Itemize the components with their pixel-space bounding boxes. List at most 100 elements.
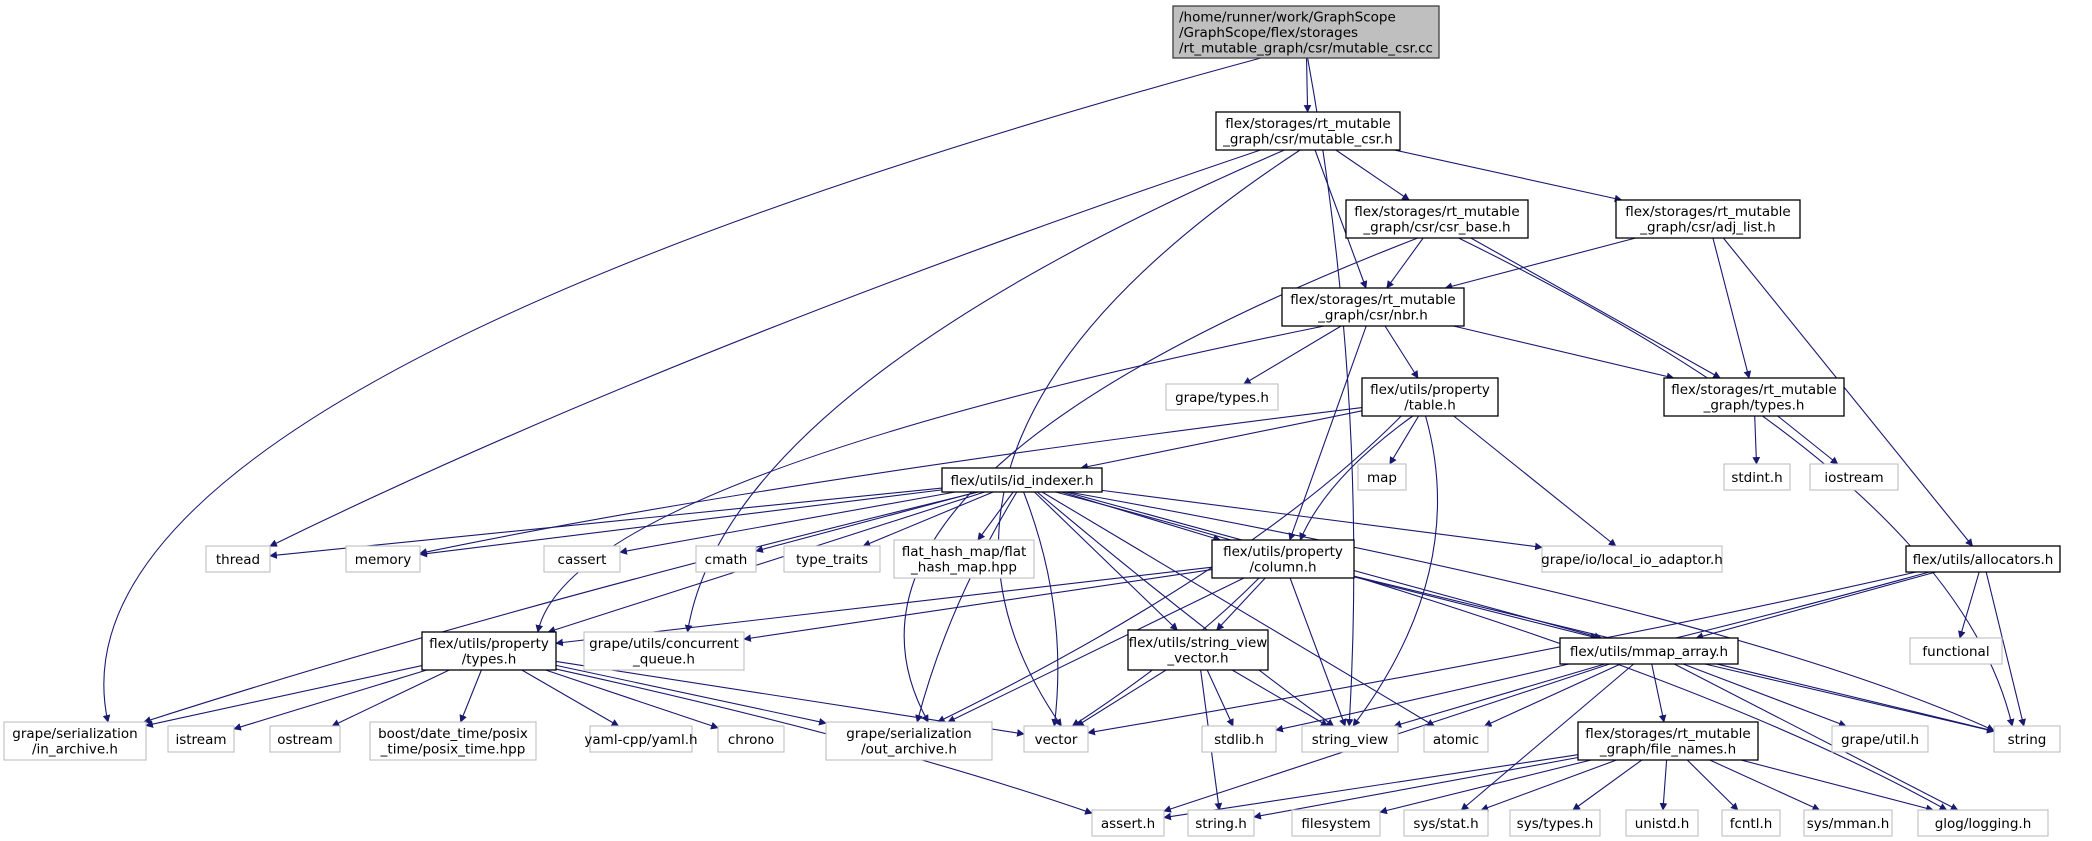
node-id-indexer[interactable]: flex/utils/id_indexer.h	[941, 467, 1103, 493]
node-prop-table[interactable]: flex/utils/property/table.h	[1361, 377, 1499, 417]
node-label: glog/logging.h	[1935, 816, 2032, 832]
node-box	[1721, 809, 1781, 837]
node-label: /out_archive.h	[861, 742, 957, 758]
node-box	[1361, 377, 1499, 417]
edge-id_indexer-to-atomic	[1041, 491, 1435, 727]
node-box	[1723, 463, 1791, 491]
node-iostream: iostream	[1809, 463, 1899, 491]
node-stdlib: stdlib.h	[1201, 725, 1277, 753]
node-label: _graph/csr/adj_list.h	[1639, 220, 1775, 236]
edge-nbr-to-prop_types	[535, 325, 1325, 633]
node-string: string	[1993, 725, 2061, 753]
edge-csr_base-to-rtm_types	[1470, 237, 1721, 379]
node-string-view: string_view	[1301, 725, 1399, 753]
node-box	[893, 539, 1035, 579]
edge-file_names-to-glog	[1740, 759, 1934, 812]
node-box	[345, 545, 421, 573]
node-cmath: cmath	[695, 545, 757, 573]
edge-id_indexer-to-cassert	[619, 491, 956, 555]
node-box	[167, 725, 235, 753]
node-stdint: stdint.h	[1723, 463, 1791, 491]
edge-mutable_csr_h-to-nbr	[1314, 149, 1368, 289]
node-box	[205, 545, 271, 573]
node-root[interactable]: /home/runner/work/GraphScope/GraphScope/…	[1172, 5, 1440, 59]
node-label: flex/utils/property	[429, 636, 549, 652]
edge-allocators-to-functional	[1958, 571, 1980, 639]
edge-mutable_csr_h-to-csr_base	[1335, 149, 1410, 201]
node-box	[583, 631, 745, 671]
edge-prop_types-to-in_archive	[145, 665, 423, 728]
edge-file_names-to-filesystem	[1379, 759, 1592, 815]
node-label: type_traits	[796, 552, 868, 568]
node-adj-list[interactable]: flex/storages/rt_mutable_graph/csr/adj_l…	[1615, 199, 1801, 239]
node-label: chrono	[728, 732, 774, 748]
node-flat-hash-map: flat_hash_map/flat_hash_map.hpp	[893, 539, 1035, 579]
node-box	[1403, 809, 1489, 837]
node-rtm-types[interactable]: flex/storages/rt_mutable_graph/types.h	[1663, 377, 1845, 417]
node-box	[1423, 725, 1489, 753]
node-label: _graph/file_names.h	[1599, 742, 1736, 758]
node-label: grape/serialization	[12, 726, 137, 742]
node-label: unistd.h	[1635, 816, 1690, 832]
edge-prop_table-to-memory	[419, 406, 1363, 556]
node-ostream: ostream	[269, 725, 341, 753]
edge-root-to-in_archive	[102, 57, 1262, 723]
node-mutable-csr-h[interactable]: flex/storages/rt_mutable_graph/csr/mutab…	[1215, 111, 1401, 151]
edge-id_indexer-to-local_io	[1101, 489, 1543, 551]
node-label: /rt_mutable_graph/csr/mutable_csr.cc	[1179, 40, 1433, 56]
node-atomic: atomic	[1423, 725, 1489, 753]
node-label: _graph/types.h	[1703, 398, 1805, 414]
node-string-h: string.h	[1187, 809, 1255, 837]
edge-csr_base-to-nbr	[1386, 237, 1424, 289]
node-box	[1909, 637, 2003, 665]
node-label: flex/storages/rt_mutable	[1354, 204, 1519, 220]
edge-prop_column-to-mmap_array	[1353, 576, 1599, 641]
edge-prop_types-to-istream	[233, 669, 427, 731]
node-box	[543, 545, 621, 573]
node-label: flex/utils/property	[1223, 544, 1343, 560]
node-label: _graph/csr/csr_base.h	[1362, 220, 1510, 236]
node-box	[1291, 809, 1381, 837]
node-label: atomic	[1433, 732, 1479, 748]
node-string-view-vector[interactable]: flex/utils/string_view_vector.h	[1127, 629, 1269, 671]
node-box	[695, 545, 757, 573]
edge-id_indexer-to-out_archive	[915, 491, 1018, 723]
edge-prop_types-to-out_archive	[555, 664, 827, 726]
node-chrono: chrono	[717, 725, 785, 753]
edge-nbr-to-prop_column	[1288, 325, 1367, 541]
node-filesystem: filesystem	[1291, 809, 1381, 837]
edge-rtm_types-to-stdint	[1752, 415, 1761, 465]
node-box	[589, 725, 693, 753]
node-csr-base[interactable]: flex/storages/rt_mutable_graph/csr/csr_b…	[1345, 199, 1529, 239]
edge-id_indexer-to-thread	[269, 487, 943, 559]
node-prop-column[interactable]: flex/utils/property/column.h	[1211, 539, 1355, 579]
node-mmap-array[interactable]: flex/utils/mmap_array.h	[1559, 637, 1739, 665]
node-label: flex/utils/string_view	[1129, 635, 1268, 651]
edge-id_indexer-to-string_view_vector	[1034, 491, 1178, 631]
node-box	[1803, 809, 1893, 837]
node-prop-types[interactable]: flex/utils/property/types.h	[421, 631, 557, 671]
edge-nbr-to-grape_types	[1243, 325, 1342, 385]
node-box	[1091, 809, 1165, 837]
edge-id_indexer-to-memory	[419, 489, 943, 558]
node-sys-stat: sys/stat.h	[1403, 809, 1489, 837]
node-label: memory	[355, 552, 411, 568]
node-allocators[interactable]: flex/utils/allocators.h	[1905, 545, 2061, 573]
edge-nbr-to-rtm_types	[1453, 325, 1675, 381]
node-box	[1559, 637, 1739, 665]
node-box	[369, 721, 537, 761]
node-vector: vector	[1023, 725, 1089, 753]
node-box	[1993, 725, 2061, 753]
node-label: /in_archive.h	[32, 742, 118, 758]
node-fcntl: fcntl.h	[1721, 809, 1781, 837]
edge-id_indexer-to-prop_types	[547, 491, 985, 634]
node-nbr[interactable]: flex/storages/rt_mutable_graph/csr/nbr.h	[1281, 287, 1465, 327]
node-file-names[interactable]: flex/storages/rt_mutable_graph/file_name…	[1577, 721, 1759, 761]
node-label: _time/posix_time.hpp	[380, 742, 526, 758]
edge-allocators-to-string	[1985, 571, 2026, 727]
node-boost-posix: boost/date_time/posix_time/posix_time.hp…	[369, 721, 537, 761]
node-label: grape/types.h	[1175, 390, 1269, 406]
node-label: boost/date_time/posix	[378, 726, 528, 742]
node-local-io: grape/io/local_io_adaptor.h	[1541, 545, 1723, 573]
node-box	[783, 545, 881, 573]
